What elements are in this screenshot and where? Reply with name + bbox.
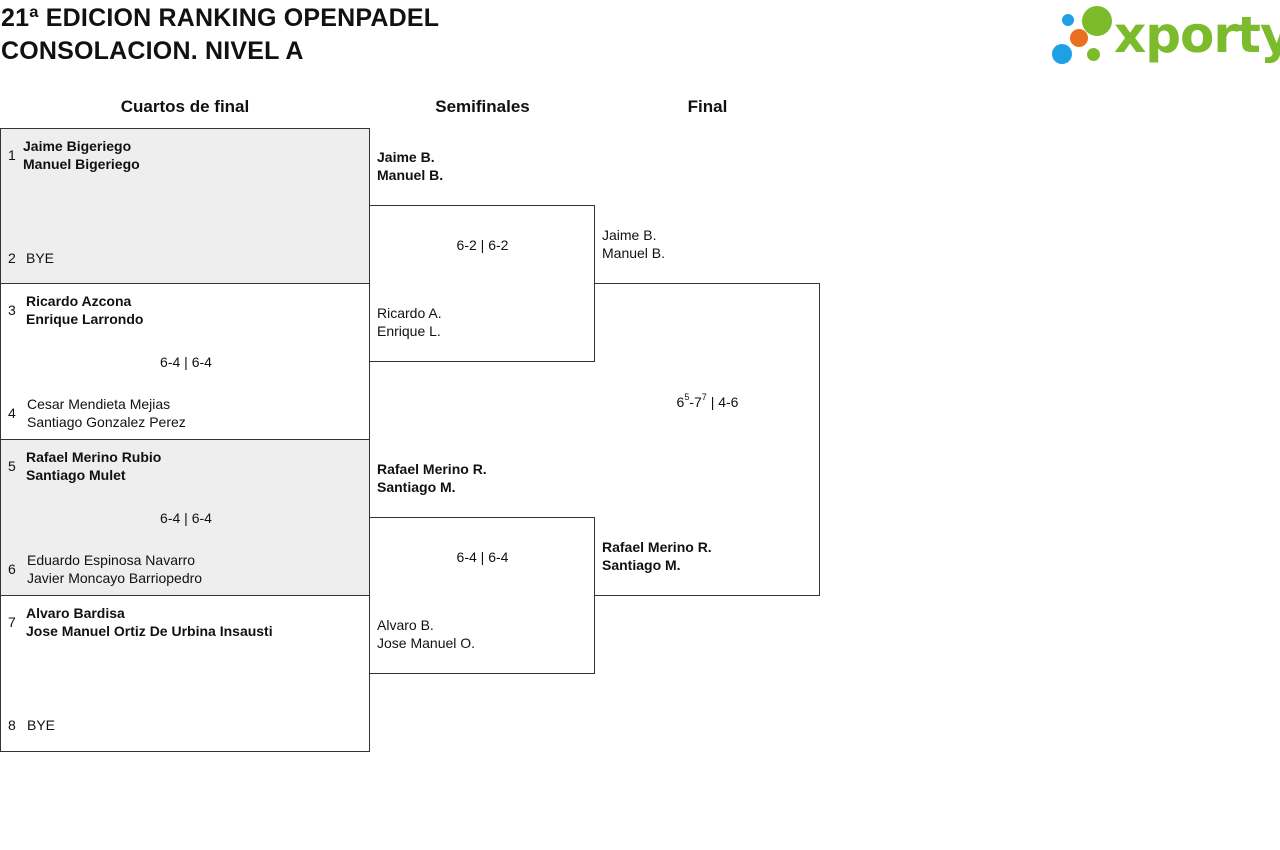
- logo-dot-blue-small-icon: [1062, 14, 1074, 26]
- page-title: 21ª EDICION RANKING OPENPADEL CONSOLACIO…: [1, 2, 439, 68]
- final-score: 65-77 | 4-6: [676, 392, 739, 410]
- logo-dot-green-small-icon: [1087, 48, 1100, 61]
- player-name: Jaime B.: [377, 149, 435, 165]
- round-heading-semifinals: Semifinales: [435, 97, 530, 116]
- match-score: 6-2 | 6-2: [456, 237, 509, 253]
- team-bottom[interactable]: Ricardo A. Enrique L.: [377, 304, 442, 340]
- final-team-top[interactable]: Jaime B. Manuel B.: [602, 226, 665, 262]
- quarterfinal-match-4: 7 Alvaro Bardisa Jose Manuel Ortiz De Ur…: [0, 596, 370, 752]
- player-name: Santiago M.: [602, 557, 681, 573]
- seed-number: 1: [8, 147, 16, 163]
- quarterfinal-match-1: 1 Jaime Bigeriego Manuel Bigeriego 2 BYE: [0, 128, 370, 284]
- team-bottom[interactable]: Cesar Mendieta Mejias Santiago Gonzalez …: [27, 395, 186, 431]
- seed-number: 7: [8, 614, 16, 630]
- final-match: 65-77 | 4-6 Rafael Merino R. Santiago M.: [595, 283, 820, 596]
- player-name: Eduardo Espinosa Navarro: [27, 552, 196, 568]
- seed-number: 3: [8, 302, 16, 318]
- team-top[interactable]: Rafael Merino Rubio Santiago Mulet: [26, 448, 161, 484]
- player-name: Santiago M.: [377, 479, 456, 495]
- logo-dot-green-icon: [1082, 6, 1112, 36]
- player-name: Alvaro B.: [377, 617, 434, 633]
- player-name: Santiago Mulet: [26, 467, 126, 483]
- team-bottom[interactable]: Rafael Merino R. Santiago M.: [602, 538, 712, 574]
- player-name: Ricardo A.: [377, 305, 442, 321]
- player-name: Jaime B.: [602, 227, 657, 243]
- player-name: Cesar Mendieta Mejias: [27, 396, 171, 412]
- player-name: Manuel B.: [602, 245, 666, 261]
- logo-dot-orange-icon: [1070, 29, 1088, 47]
- semifinal-1-team-top[interactable]: Jaime B. Manuel B.: [377, 148, 443, 184]
- round-heading-quarterfinals: Cuartos de final: [120, 97, 250, 116]
- semifinal-match-2: 6-4 | 6-4 Alvaro B. Jose Manuel O.: [370, 517, 595, 674]
- title-line-2: CONSOLACION. NIVEL A: [1, 37, 304, 65]
- seed-number: 6: [8, 561, 16, 577]
- player-name: BYE: [27, 717, 56, 733]
- title-line-1: 21ª EDICION RANKING OPENPADEL: [1, 4, 440, 32]
- xporty-logo[interactable]: xporty: [1050, 4, 1280, 68]
- round-heading-final: Final: [687, 97, 728, 116]
- player-name: Jose Manuel O.: [377, 635, 476, 651]
- team-bottom[interactable]: BYE: [27, 716, 55, 734]
- player-name: Rafael Merino R.: [602, 539, 712, 555]
- seed-number: 8: [8, 717, 16, 733]
- team-bottom[interactable]: BYE: [26, 249, 54, 267]
- team-top[interactable]: Jaime Bigeriego Manuel Bigeriego: [23, 137, 140, 173]
- player-name: Enrique Larrondo: [26, 311, 144, 327]
- player-name: Alvaro Bardisa: [26, 605, 125, 621]
- player-name: Manuel Bigeriego: [23, 156, 140, 172]
- logo-wordmark: xporty: [1114, 6, 1280, 64]
- match-score: 6-4 | 6-4: [160, 510, 212, 526]
- semifinal-match-1: 6-2 | 6-2 Ricardo A. Enrique L.: [370, 205, 595, 362]
- match-score: 6-4 | 6-4: [456, 549, 509, 565]
- team-top[interactable]: Alvaro Bardisa Jose Manuel Ortiz De Urbi…: [26, 604, 273, 640]
- quarterfinal-match-3: 5 Rafael Merino Rubio Santiago Mulet 6-4…: [0, 440, 370, 596]
- team-bottom[interactable]: Alvaro B. Jose Manuel O.: [377, 616, 475, 652]
- player-name: Javier Moncayo Barriopedro: [27, 570, 203, 586]
- player-name: Manuel B.: [377, 167, 444, 183]
- player-name: Enrique L.: [377, 323, 441, 339]
- player-name: Jose Manuel Ortiz De Urbina Insausti: [26, 623, 273, 639]
- seed-number: 5: [8, 458, 16, 474]
- player-name: Ricardo Azcona: [26, 293, 132, 309]
- seed-number: 2: [8, 250, 16, 266]
- player-name: Rafael Merino Rubio: [26, 449, 162, 465]
- logo-dot-blue-icon: [1052, 44, 1072, 64]
- quarterfinal-match-2: 3 Ricardo Azcona Enrique Larrondo 6-4 | …: [0, 284, 370, 440]
- player-name: BYE: [26, 250, 55, 266]
- team-bottom[interactable]: Eduardo Espinosa Navarro Javier Moncayo …: [27, 551, 202, 587]
- player-name: Jaime Bigeriego: [23, 138, 132, 154]
- team-top[interactable]: Ricardo Azcona Enrique Larrondo: [26, 292, 143, 328]
- semifinal-2-team-top[interactable]: Rafael Merino R. Santiago M.: [377, 460, 487, 496]
- player-name: Rafael Merino R.: [377, 461, 487, 477]
- seed-number: 4: [8, 405, 16, 421]
- match-score: 6-4 | 6-4: [160, 354, 212, 370]
- player-name: Santiago Gonzalez Perez: [27, 414, 186, 430]
